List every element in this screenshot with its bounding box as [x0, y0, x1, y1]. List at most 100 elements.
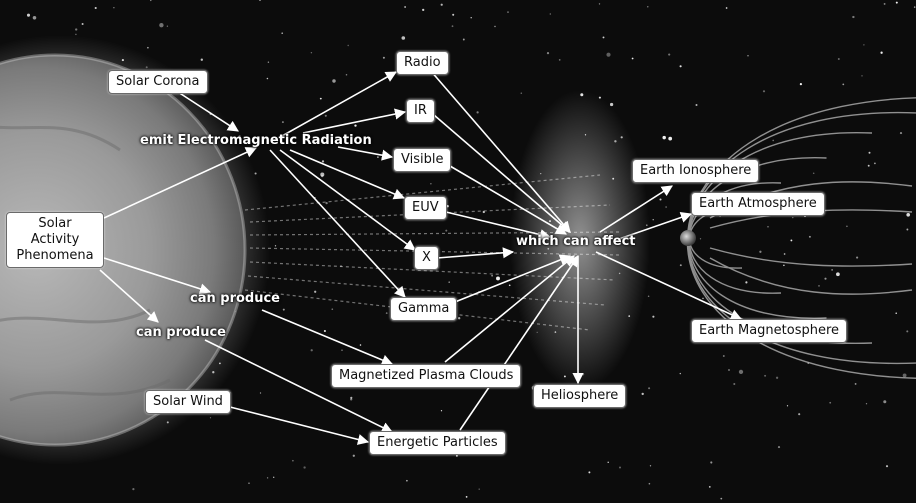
- star: [745, 281, 748, 284]
- star: [641, 392, 644, 396]
- star: [321, 160, 325, 163]
- star: [382, 56, 385, 59]
- node-heliosphere: Heliosphere: [533, 384, 627, 408]
- star: [350, 398, 353, 401]
- star: [273, 476, 275, 478]
- star: [837, 58, 840, 60]
- star: [772, 139, 774, 142]
- star: [452, 13, 455, 16]
- node-radio: Radio: [396, 51, 449, 75]
- star: [75, 28, 78, 31]
- node-solar-activity-phenomena: Solar Activity Phenomena: [6, 212, 104, 268]
- star: [325, 201, 328, 205]
- star: [618, 466, 622, 469]
- star: [94, 6, 97, 10]
- star: [856, 256, 859, 259]
- star: [668, 53, 671, 56]
- star: [777, 446, 781, 449]
- arrow-produce-to-particles: [204, 339, 394, 433]
- arrow-produce-to-plasma: [261, 309, 394, 366]
- star: [798, 413, 801, 416]
- arrow-corona-to-emit: [177, 91, 239, 132]
- star: [829, 401, 832, 404]
- star: [147, 46, 149, 49]
- star: [401, 36, 406, 40]
- star: [854, 382, 857, 385]
- star: [314, 290, 317, 293]
- star: [606, 52, 611, 57]
- star: [895, 1, 898, 4]
- star: [647, 6, 649, 8]
- star: [377, 156, 379, 158]
- star: [679, 65, 682, 68]
- star: [786, 405, 789, 407]
- star: [266, 477, 269, 479]
- star: [406, 479, 408, 482]
- star: [347, 44, 349, 47]
- star: [906, 212, 911, 217]
- star: [478, 488, 480, 490]
- label-can-produce-upper: can produce: [190, 291, 280, 306]
- node-euv: EUV: [404, 196, 447, 220]
- bow-shock-glow: [510, 90, 650, 390]
- star: [319, 97, 322, 100]
- star: [341, 349, 343, 352]
- star: [883, 2, 886, 5]
- star: [331, 308, 334, 311]
- star: [385, 312, 388, 314]
- star: [710, 461, 713, 464]
- arrow-emit-to-radio: [281, 71, 397, 137]
- star: [699, 238, 702, 240]
- arrows: [99, 69, 743, 445]
- tail-line: [709, 247, 913, 267]
- star: [831, 269, 833, 271]
- star: [883, 400, 887, 404]
- star: [159, 23, 164, 28]
- star: [783, 253, 786, 255]
- star: [588, 471, 591, 474]
- star: [649, 465, 652, 467]
- star: [359, 344, 362, 346]
- sun-illustration: [0, 35, 270, 465]
- star: [520, 92, 523, 94]
- star: [648, 482, 651, 485]
- star: [150, 0, 152, 2]
- star: [668, 136, 673, 141]
- star: [462, 38, 465, 41]
- star: [248, 482, 250, 484]
- arrow-emit-to-ir: [302, 108, 407, 134]
- tail-line: [709, 257, 913, 295]
- star: [728, 369, 730, 371]
- star: [238, 135, 241, 138]
- star: [695, 103, 698, 107]
- star: [767, 225, 769, 228]
- arrow-activity-to-produce-lower: [99, 269, 159, 323]
- star: [320, 172, 325, 177]
- star: [764, 374, 767, 377]
- star: [258, 0, 262, 2]
- star: [465, 496, 468, 498]
- star: [863, 44, 865, 46]
- star: [404, 6, 406, 8]
- star: [422, 8, 425, 12]
- star: [558, 59, 561, 61]
- star: [209, 417, 212, 419]
- star: [702, 297, 704, 300]
- star: [913, 6, 916, 8]
- star: [708, 486, 711, 488]
- arrow-emit-to-x: [279, 149, 416, 251]
- star: [647, 295, 650, 297]
- star: [790, 239, 793, 242]
- node-visible: Visible: [393, 148, 452, 172]
- star: [259, 392, 262, 394]
- star: [496, 276, 500, 281]
- star: [281, 32, 284, 35]
- star: [631, 57, 634, 60]
- arrow-affect-to-atmosphere: [615, 212, 693, 241]
- star: [26, 13, 31, 17]
- star: [733, 382, 736, 386]
- arrow-activity-to-produce-upper: [103, 257, 212, 295]
- star: [345, 74, 348, 76]
- star: [274, 245, 277, 247]
- arrow-emit-to-euv: [289, 149, 406, 200]
